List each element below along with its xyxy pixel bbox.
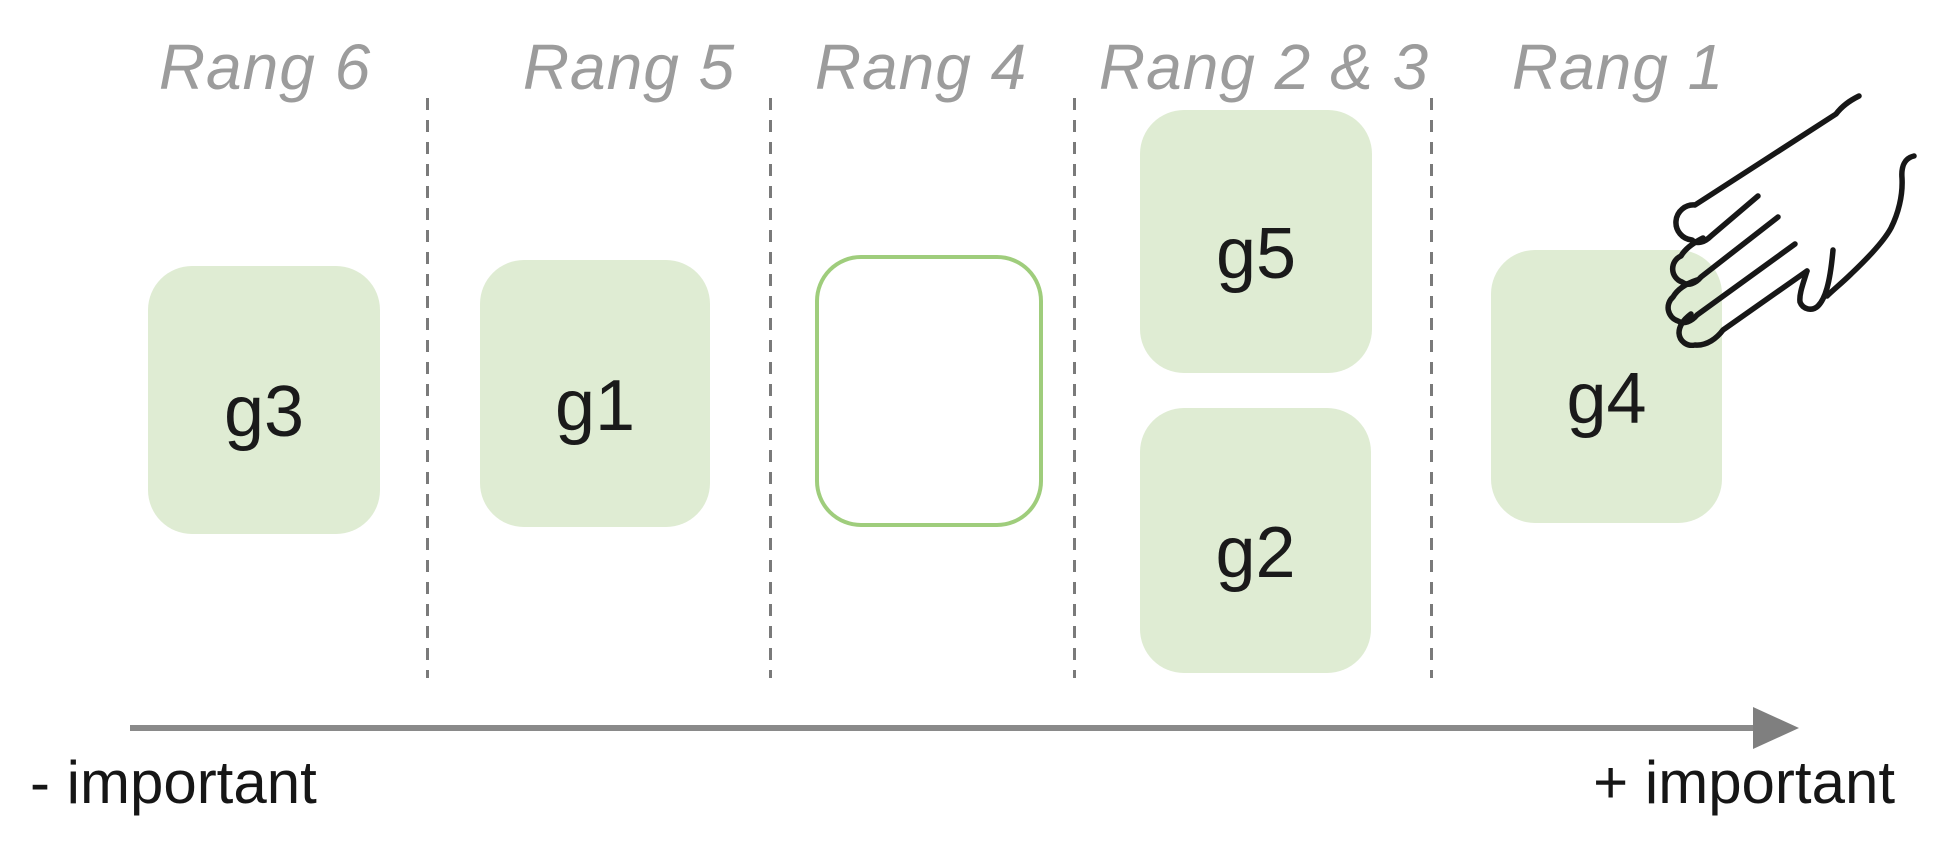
- rank-header-1: Rang 1: [1511, 31, 1725, 103]
- importance-axis-arrowhead: [1753, 707, 1799, 749]
- importance-max-label: + important: [1593, 749, 1895, 816]
- importance-min-label: - important: [30, 749, 317, 816]
- card-label: g5: [1215, 213, 1297, 294]
- rank-card-g2[interactable]: g2: [1140, 408, 1371, 673]
- empty-card-slot[interactable]: [815, 255, 1043, 527]
- rank-header-5: Rang 5: [522, 31, 736, 103]
- rank-card-g5[interactable]: g5: [1140, 110, 1372, 373]
- card-label: g2: [1215, 512, 1296, 593]
- column-separator: [1073, 98, 1076, 678]
- sketched-hand-icon: [1665, 93, 1917, 348]
- importance-axis-line: [130, 725, 1755, 731]
- rank-card-g4[interactable]: g4: [1491, 250, 1722, 523]
- rank-header-6: Rang 6: [158, 31, 372, 103]
- rank-header-2-3: Rang 2 & 3: [1098, 31, 1430, 103]
- column-separator: [426, 98, 429, 678]
- card-label: g4: [1566, 358, 1647, 439]
- column-separator: [1430, 98, 1433, 678]
- rank-header-4: Rang 4: [814, 31, 1028, 103]
- column-separator: [769, 98, 772, 678]
- rank-card-g3[interactable]: g3: [148, 266, 380, 534]
- rank-card-g1[interactable]: g1: [480, 260, 710, 527]
- card-label: g3: [223, 372, 305, 452]
- card-label: g1: [554, 365, 636, 446]
